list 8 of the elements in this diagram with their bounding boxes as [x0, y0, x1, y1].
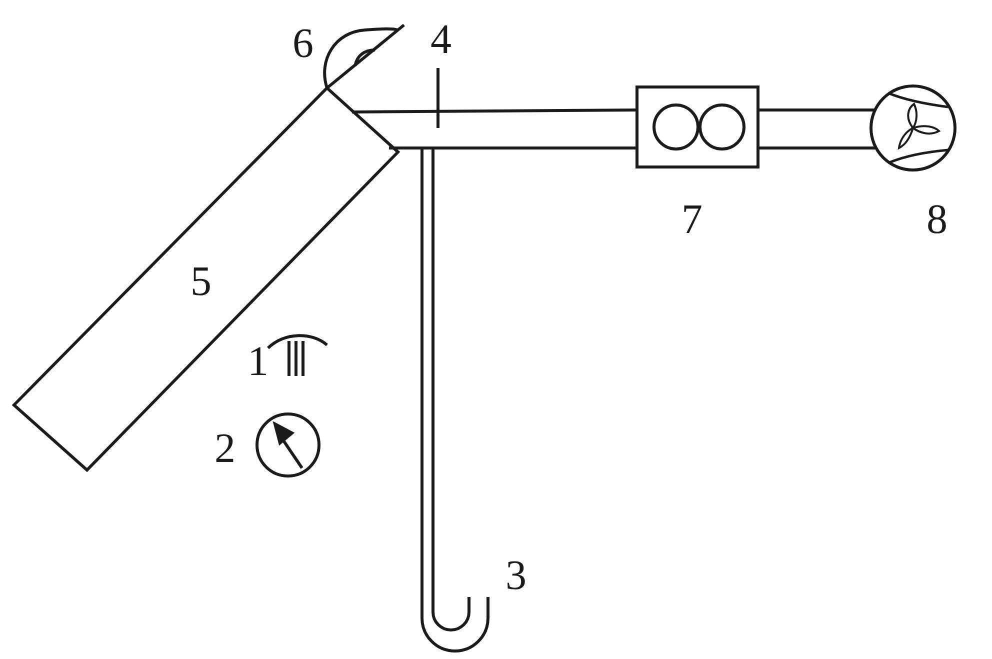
callout-number: 1: [248, 341, 268, 383]
callout-number: 8: [926, 199, 948, 241]
callout-number: 7: [682, 199, 702, 241]
callout-number: 6: [292, 23, 314, 65]
callout-number: 3: [506, 555, 526, 597]
callout-number: 5: [190, 261, 212, 303]
callout-number: 2: [214, 428, 236, 470]
callout-number: 4: [430, 19, 452, 61]
